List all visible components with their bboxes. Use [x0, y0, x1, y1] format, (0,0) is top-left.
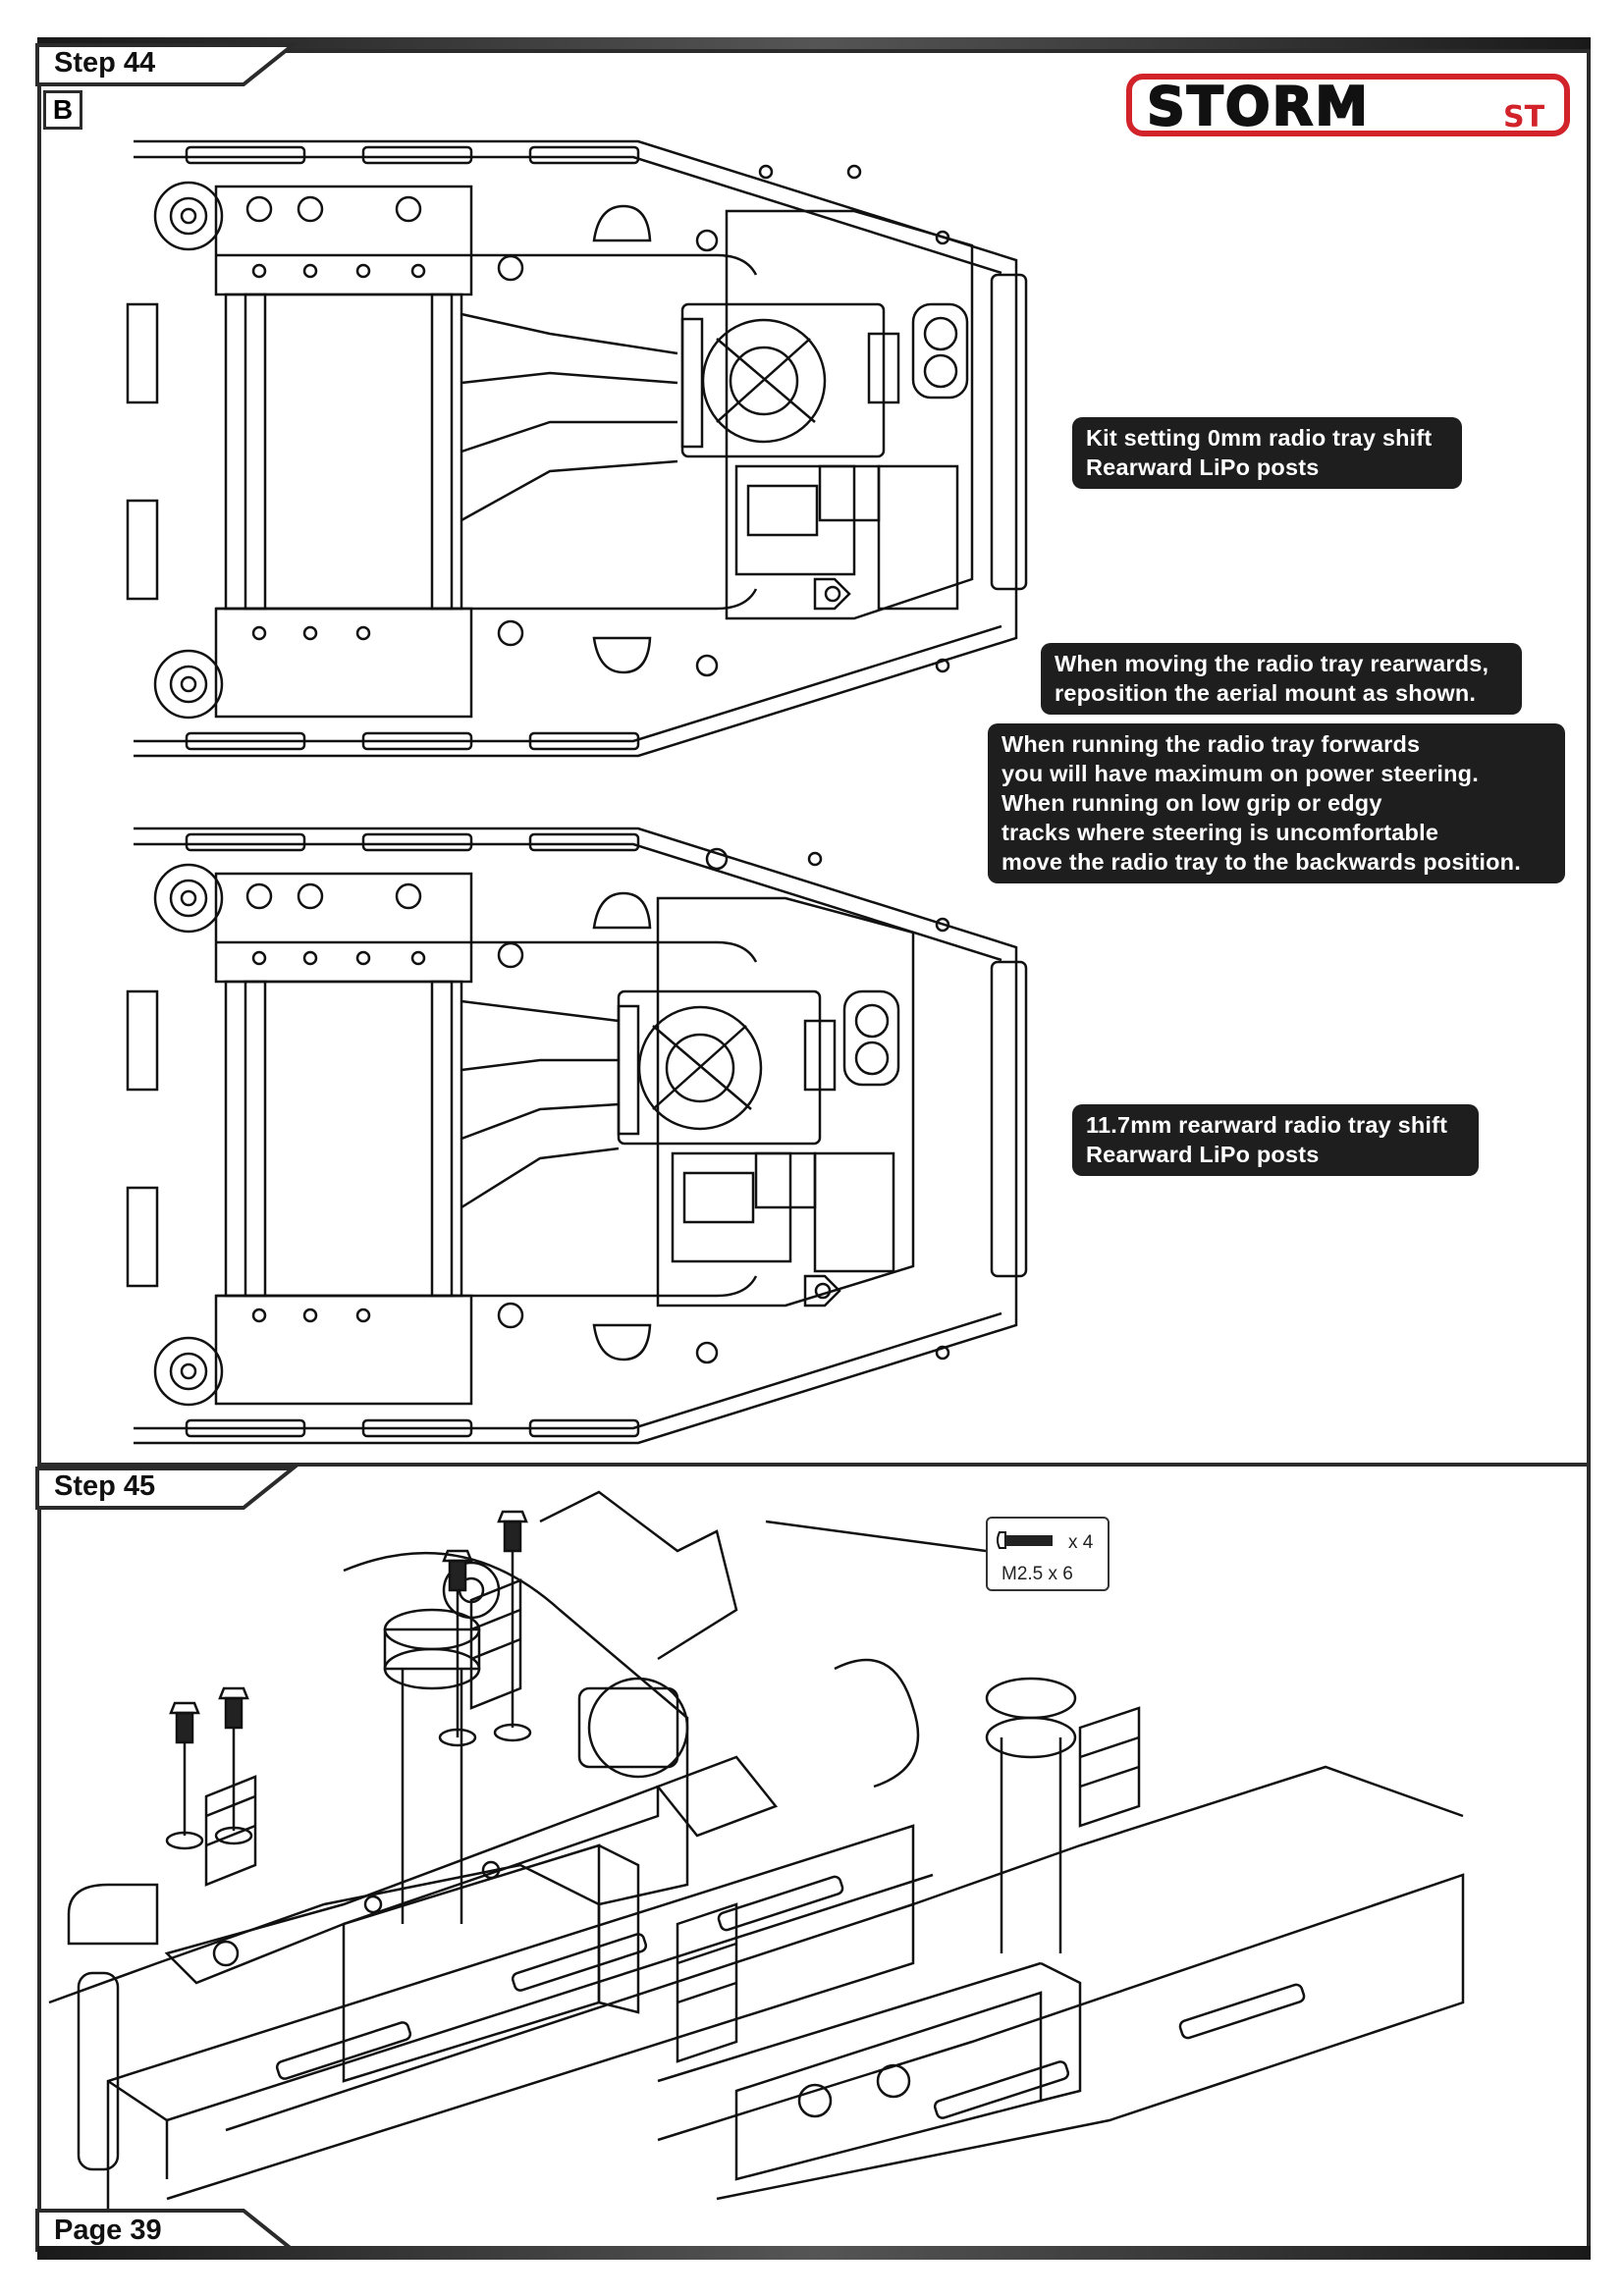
hardware-quantity: x 4: [1068, 1532, 1094, 1553]
screw-icon: [997, 1531, 1053, 1549]
assembly-diagram-lipo-posts: [48, 1490, 1465, 2248]
logo-word: STORM: [1147, 76, 1370, 137]
step45-title: Step 45: [54, 1470, 156, 1502]
hardware-box-screw: x 4 M2.5 x 6: [986, 1517, 1110, 1591]
logo-suffix: ST: [1503, 100, 1545, 134]
chassis-diagram-rearward-shift: [126, 827, 1028, 1445]
callout-kit-setting: Kit setting 0mm radio tray shift Rearwar…: [1072, 417, 1462, 489]
storm-st-logo: STORM ST: [1126, 74, 1570, 138]
page-number: Page 39: [54, 2215, 162, 2246]
step45-tab-shape: [35, 1467, 298, 1510]
chassis-diagram-kit-setting: [126, 139, 1028, 758]
callout-aerial-mount: When moving the radio tray rearwards, re…: [1041, 643, 1522, 715]
callout-radio-tray-advice: When running the radio tray forwards you…: [988, 723, 1565, 883]
step44-sub-label: B: [43, 90, 82, 130]
callout-rearward-shift: 11.7mm rearward radio tray shift Rearwar…: [1072, 1104, 1479, 1176]
step44-title: Step 44: [54, 47, 156, 79]
step44-tab-shape: [35, 43, 298, 86]
bottom-banner-line: [37, 2246, 1591, 2260]
hardware-size: M2.5 x 6: [1001, 1564, 1073, 1584]
